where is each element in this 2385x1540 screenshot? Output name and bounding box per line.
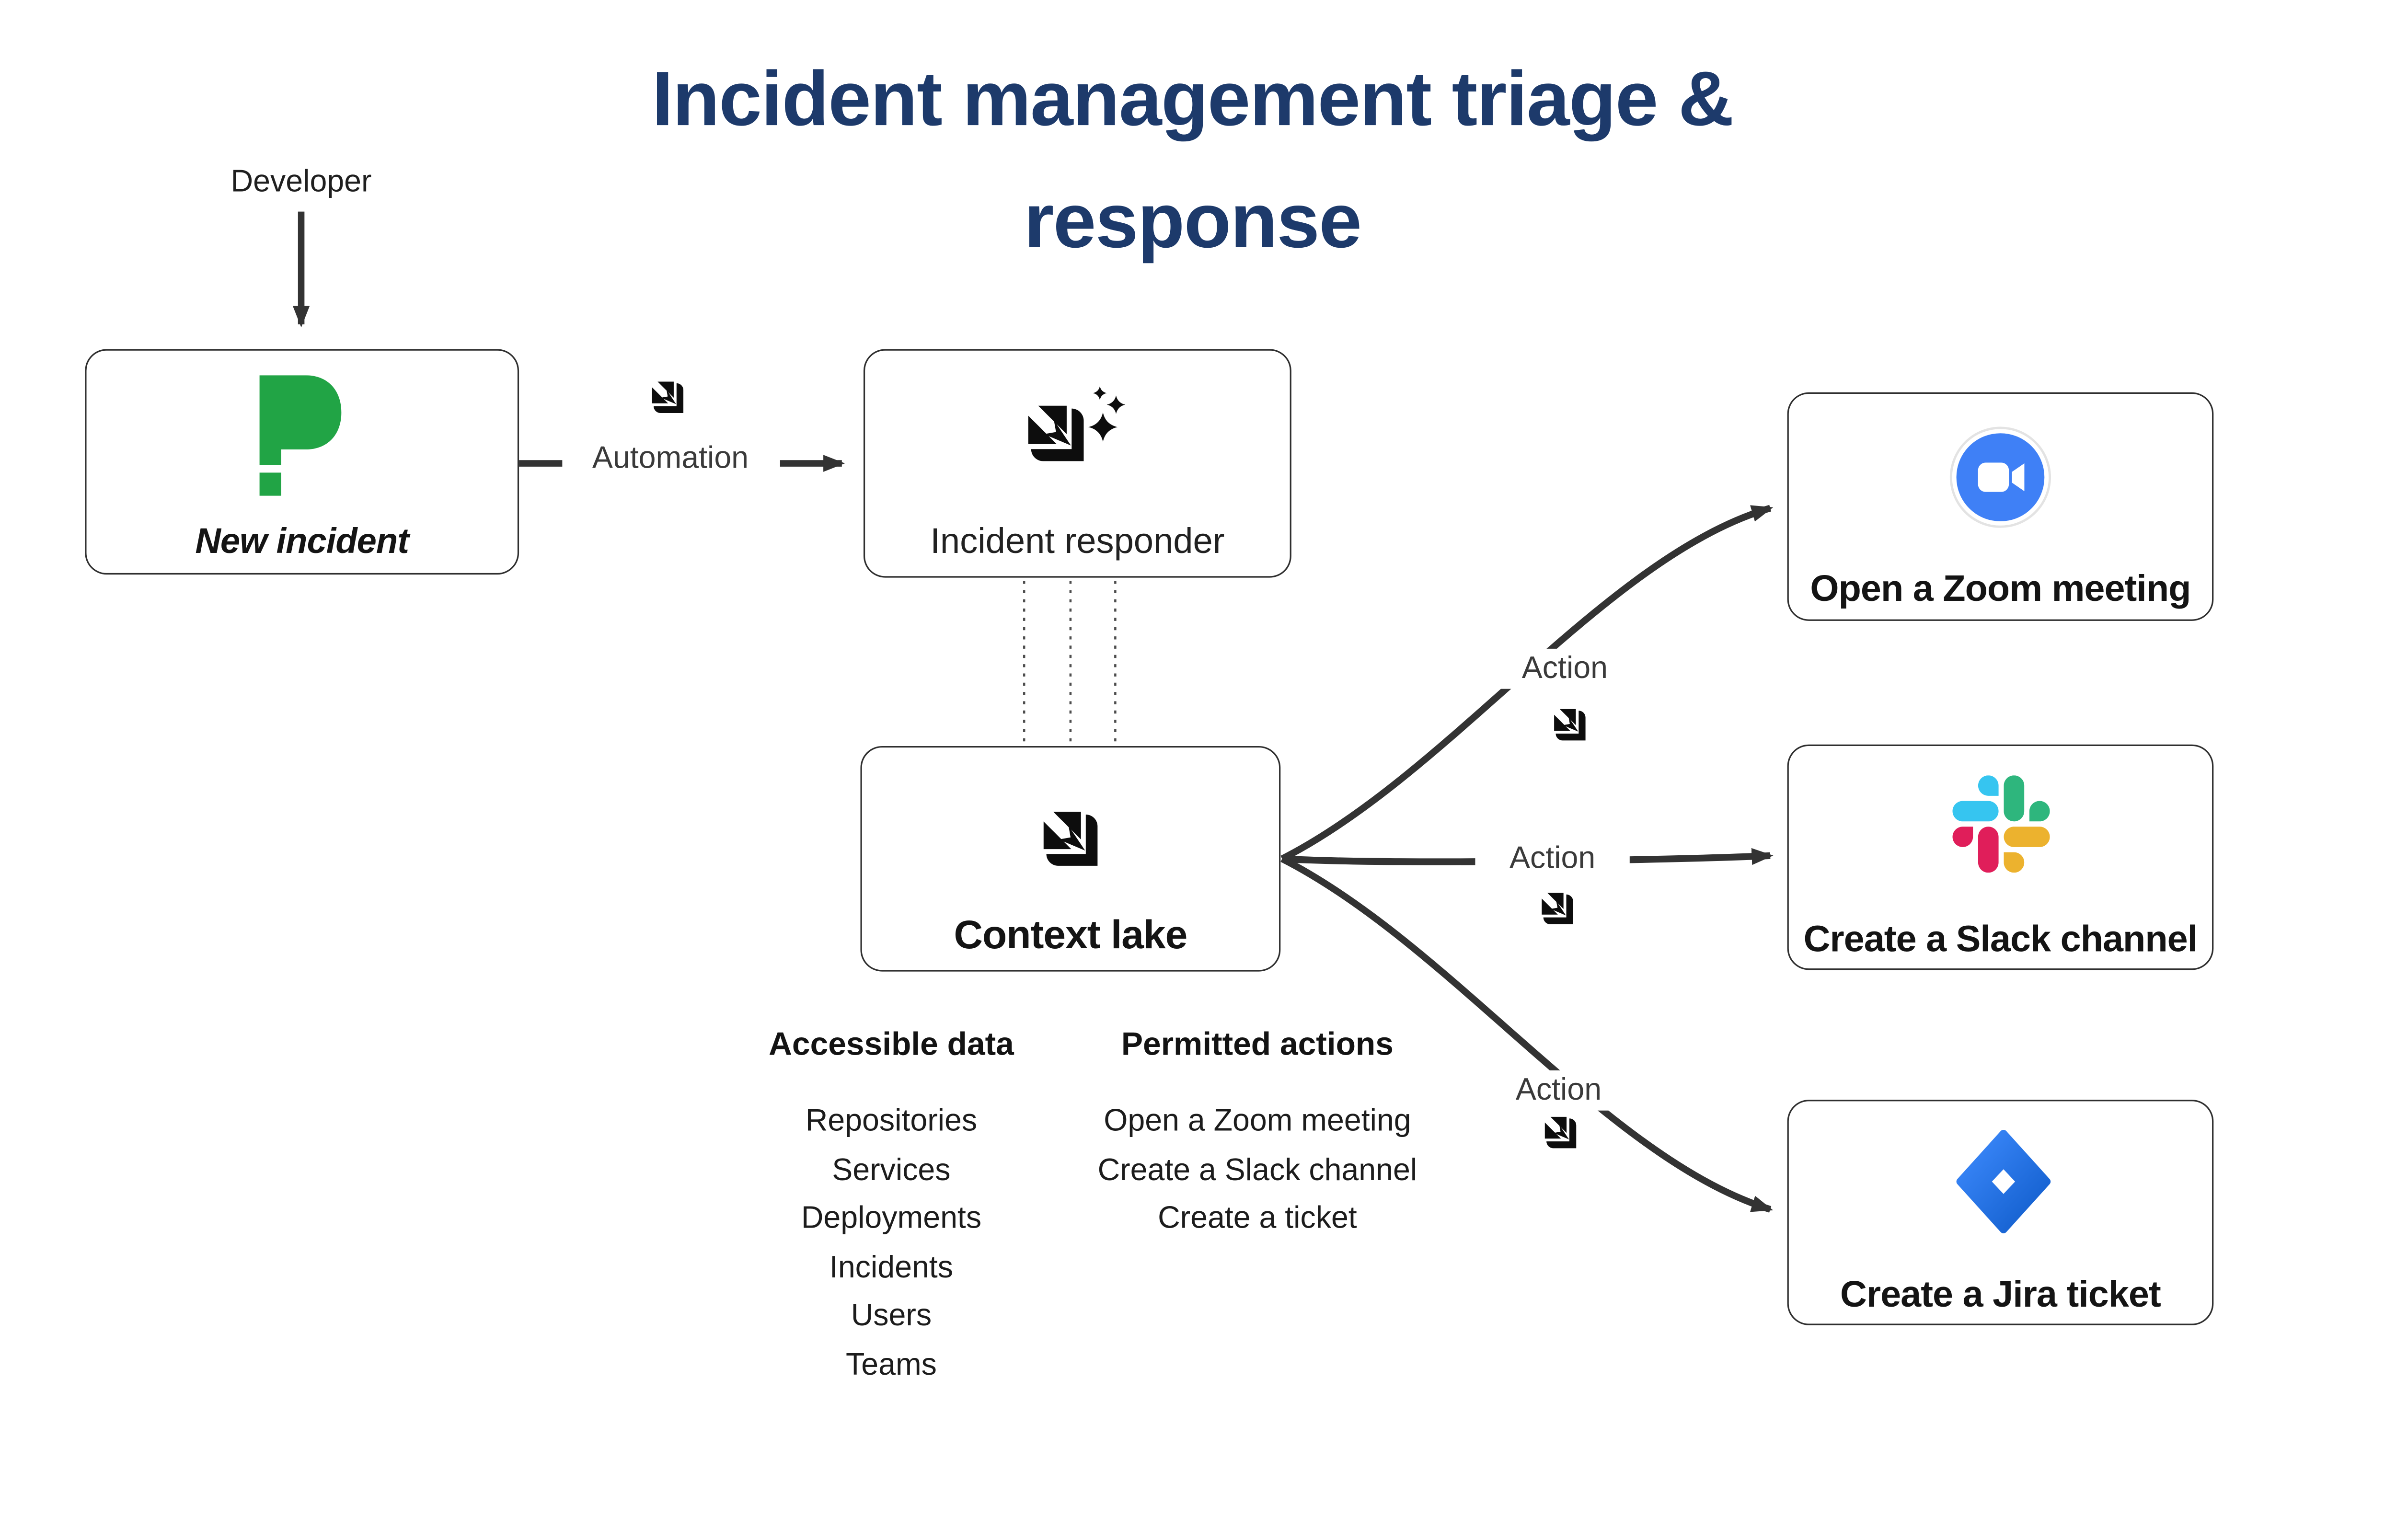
list-item: Create a ticket bbox=[1158, 1201, 1357, 1236]
context-lake-agent-icon bbox=[1043, 812, 1098, 866]
node-slack: Create a Slack channel bbox=[1787, 744, 2214, 970]
list-item: Create a Slack channel bbox=[1097, 1153, 1417, 1187]
jira-icon bbox=[1956, 1129, 2051, 1233]
node-context-lake-label: Context lake bbox=[954, 911, 1187, 958]
node-incident-responder: Incident responder bbox=[863, 349, 1291, 578]
page-title: Incident management triage & response bbox=[0, 39, 2385, 283]
list-item: Repositories bbox=[805, 1104, 978, 1138]
action-label-top: Action bbox=[1487, 648, 1642, 689]
list-item: Teams bbox=[846, 1347, 937, 1382]
permitted-actions-list: Open a Zoom meeting Create a Slack chann… bbox=[1025, 1098, 1489, 1244]
node-incident-responder-label: Incident responder bbox=[930, 520, 1225, 561]
page-title-line2: response bbox=[1024, 177, 1362, 264]
list-item: Incidents bbox=[829, 1250, 954, 1285]
action-label-bottom: Action bbox=[1481, 1070, 1636, 1111]
permitted-actions-heading: Permitted actions bbox=[1121, 1027, 1394, 1063]
node-jira-label: Create a Jira ticket bbox=[1840, 1274, 2161, 1316]
slack-icon bbox=[1952, 775, 2050, 873]
node-zoom-label: Open a Zoom meeting bbox=[1810, 568, 2191, 610]
node-new-incident-label: New incident bbox=[195, 520, 409, 561]
action-curve-jira bbox=[1280, 855, 1774, 1213]
page-title-line1: Incident management triage & bbox=[652, 56, 1734, 142]
list-item: Open a Zoom meeting bbox=[1104, 1104, 1411, 1138]
action-middle-agent-icon bbox=[1542, 893, 1573, 924]
node-zoom: Open a Zoom meeting bbox=[1787, 392, 2214, 621]
automation-label: Automation bbox=[562, 438, 779, 479]
list-item: Services bbox=[832, 1153, 951, 1187]
node-jira: Create a Jira ticket bbox=[1787, 1100, 2214, 1325]
action-top-agent-icon bbox=[1554, 709, 1586, 741]
developer-label: Developer bbox=[230, 165, 372, 199]
accessible-data-list: Repositories Services Deployments Incide… bbox=[691, 1098, 1092, 1390]
action-bottom-agent-icon bbox=[1544, 1116, 1577, 1149]
node-context-lake: Context lake bbox=[860, 746, 1281, 972]
zoom-icon bbox=[1949, 426, 2051, 528]
agent-sparkle-icon bbox=[1028, 386, 1126, 461]
node-new-incident: New incident bbox=[85, 349, 519, 575]
list-item: Deployments bbox=[801, 1201, 982, 1236]
accessible-data-heading: Accessible data bbox=[769, 1027, 1014, 1063]
action-label-middle: Action bbox=[1475, 839, 1630, 879]
node-slack-label: Create a Slack channel bbox=[1803, 919, 2198, 961]
list-item: Users bbox=[851, 1299, 932, 1333]
automation-agent-icon bbox=[652, 381, 684, 413]
pagerduty-icon bbox=[259, 375, 342, 496]
